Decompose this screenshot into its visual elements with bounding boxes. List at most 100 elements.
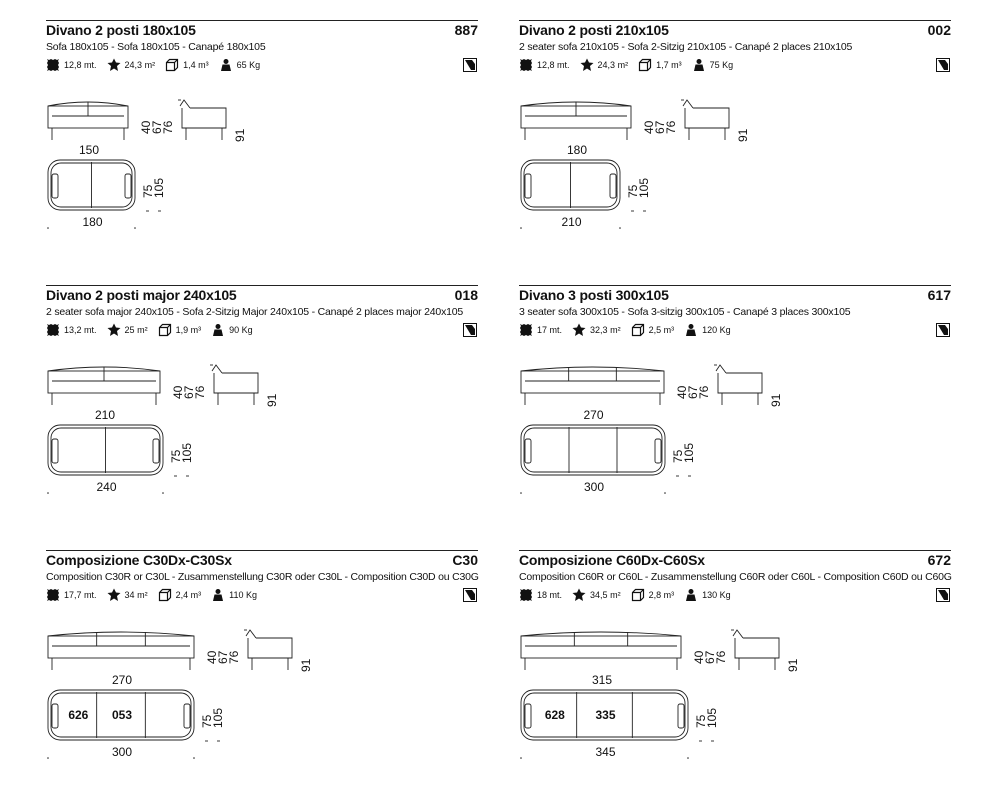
product-code: 672 xyxy=(927,552,951,568)
header-rule xyxy=(519,550,951,551)
spec-weight-unit: Kg xyxy=(719,325,731,335)
sofa-top-view xyxy=(47,424,164,476)
side-depth-label: 91 xyxy=(299,658,313,672)
seat-height-label: 40 xyxy=(692,650,706,664)
back-height-label: 76 xyxy=(664,120,678,134)
fabric-length-icon xyxy=(519,58,533,72)
seat-depth-label: 75 xyxy=(694,714,708,728)
fabric-length-icon xyxy=(519,323,533,337)
weight-icon xyxy=(692,58,706,72)
spec-weight-unit: Kg xyxy=(245,590,257,600)
spec-length-unit: mt. xyxy=(549,325,563,335)
spec-weight: 120 xyxy=(702,325,718,335)
arm-height-label: 67 xyxy=(182,385,196,399)
header-rule xyxy=(519,285,951,286)
sofa-side-view xyxy=(732,629,780,670)
total-depth-label: 105 xyxy=(180,443,194,463)
seat-height-label: 40 xyxy=(205,650,219,664)
product-subtitle: Sofa 180x105 - Sofa 180x105 - Canapé 180… xyxy=(46,41,266,53)
product-code: 887 xyxy=(454,22,478,38)
sofa-side-view xyxy=(179,99,227,140)
fabric-length-icon xyxy=(46,323,60,337)
sofa-side-view xyxy=(245,629,293,670)
side-depth-label: 91 xyxy=(769,393,783,407)
sofa-front-view xyxy=(47,631,195,670)
arm-height-label: 67 xyxy=(150,120,164,134)
fabric-length-icon xyxy=(46,58,60,72)
total-depth-label: 105 xyxy=(152,178,166,198)
spec-length-unit: mt. xyxy=(549,590,563,600)
spec-area-unit: m² xyxy=(617,60,629,70)
pdf-download-icon[interactable] xyxy=(936,58,950,72)
seat-height-label: 40 xyxy=(139,120,153,134)
spec-length-unit: mt. xyxy=(557,60,570,70)
arm-height-label: 67 xyxy=(703,650,717,664)
spec-area: 25 xyxy=(124,325,135,335)
seat-height-label: 40 xyxy=(642,120,656,134)
sofa-top-view xyxy=(47,159,136,211)
volume-box-icon xyxy=(165,58,179,72)
spec-volume: 1,9 xyxy=(175,325,189,335)
spec-volume-unit: m³ xyxy=(190,325,202,335)
weight-icon xyxy=(684,323,698,337)
side-depth-label: 91 xyxy=(736,128,750,142)
sofa-front-view xyxy=(47,101,129,140)
spec-volume: 2,5 xyxy=(648,325,662,335)
leather-area-icon xyxy=(107,588,121,602)
sofa-top-view xyxy=(520,689,689,741)
side-depth-label: 91 xyxy=(265,393,279,407)
top-width-label: 345 xyxy=(596,745,616,759)
fabric-length-icon xyxy=(519,588,533,602)
top-width-label: 240 xyxy=(97,480,117,494)
weight-icon xyxy=(211,588,225,602)
module-code-label: 626 xyxy=(68,708,88,722)
sofa-front-view xyxy=(520,366,665,405)
pdf-download-icon[interactable] xyxy=(463,58,477,72)
module-code-label: 335 xyxy=(596,708,616,722)
spec-volume-unit: m³ xyxy=(671,60,682,70)
spec-weight: 65 xyxy=(236,60,247,70)
pdf-download-icon[interactable] xyxy=(463,323,477,337)
spec-weight: 90 xyxy=(229,325,240,335)
seat-height-label: 40 xyxy=(171,385,185,399)
spec-length: 18 xyxy=(537,590,548,600)
front-width-label: 270 xyxy=(584,408,604,422)
sofa-top-view xyxy=(47,689,195,741)
product-code: 617 xyxy=(927,287,951,303)
seat-depth-label: 75 xyxy=(141,184,155,198)
fabric-length-icon xyxy=(46,588,60,602)
pdf-download-icon[interactable] xyxy=(463,588,477,602)
spec-area-unit: m² xyxy=(137,325,148,335)
product-code: C30 xyxy=(452,552,478,568)
spec-weight-unit: Kg xyxy=(241,325,253,335)
spec-area-unit: m² xyxy=(137,590,148,600)
total-depth-label: 105 xyxy=(705,708,719,728)
leather-area-icon xyxy=(107,58,121,72)
pdf-download-icon[interactable] xyxy=(936,588,950,602)
spec-volume: 2,4 xyxy=(175,590,189,600)
spec-length: 13,2 xyxy=(64,325,82,335)
front-width-label: 315 xyxy=(592,673,612,687)
pdf-download-icon[interactable] xyxy=(936,323,950,337)
spec-weight: 130 xyxy=(702,590,718,600)
total-depth-label: 105 xyxy=(211,708,225,728)
spec-length-unit: mt. xyxy=(84,60,97,70)
top-width-label: 300 xyxy=(584,480,604,494)
sofa-front-view xyxy=(520,631,682,670)
front-width-label: 210 xyxy=(95,408,115,422)
front-width-label: 270 xyxy=(112,673,132,687)
spec-length: 12,8 xyxy=(64,60,82,70)
leather-area-icon xyxy=(580,58,594,72)
spec-weight: 75 xyxy=(709,60,720,70)
sofa-side-view xyxy=(211,364,259,405)
product-subtitle: 2 seater sofa major 240x105 - Sofa 2-Sit… xyxy=(46,306,464,318)
